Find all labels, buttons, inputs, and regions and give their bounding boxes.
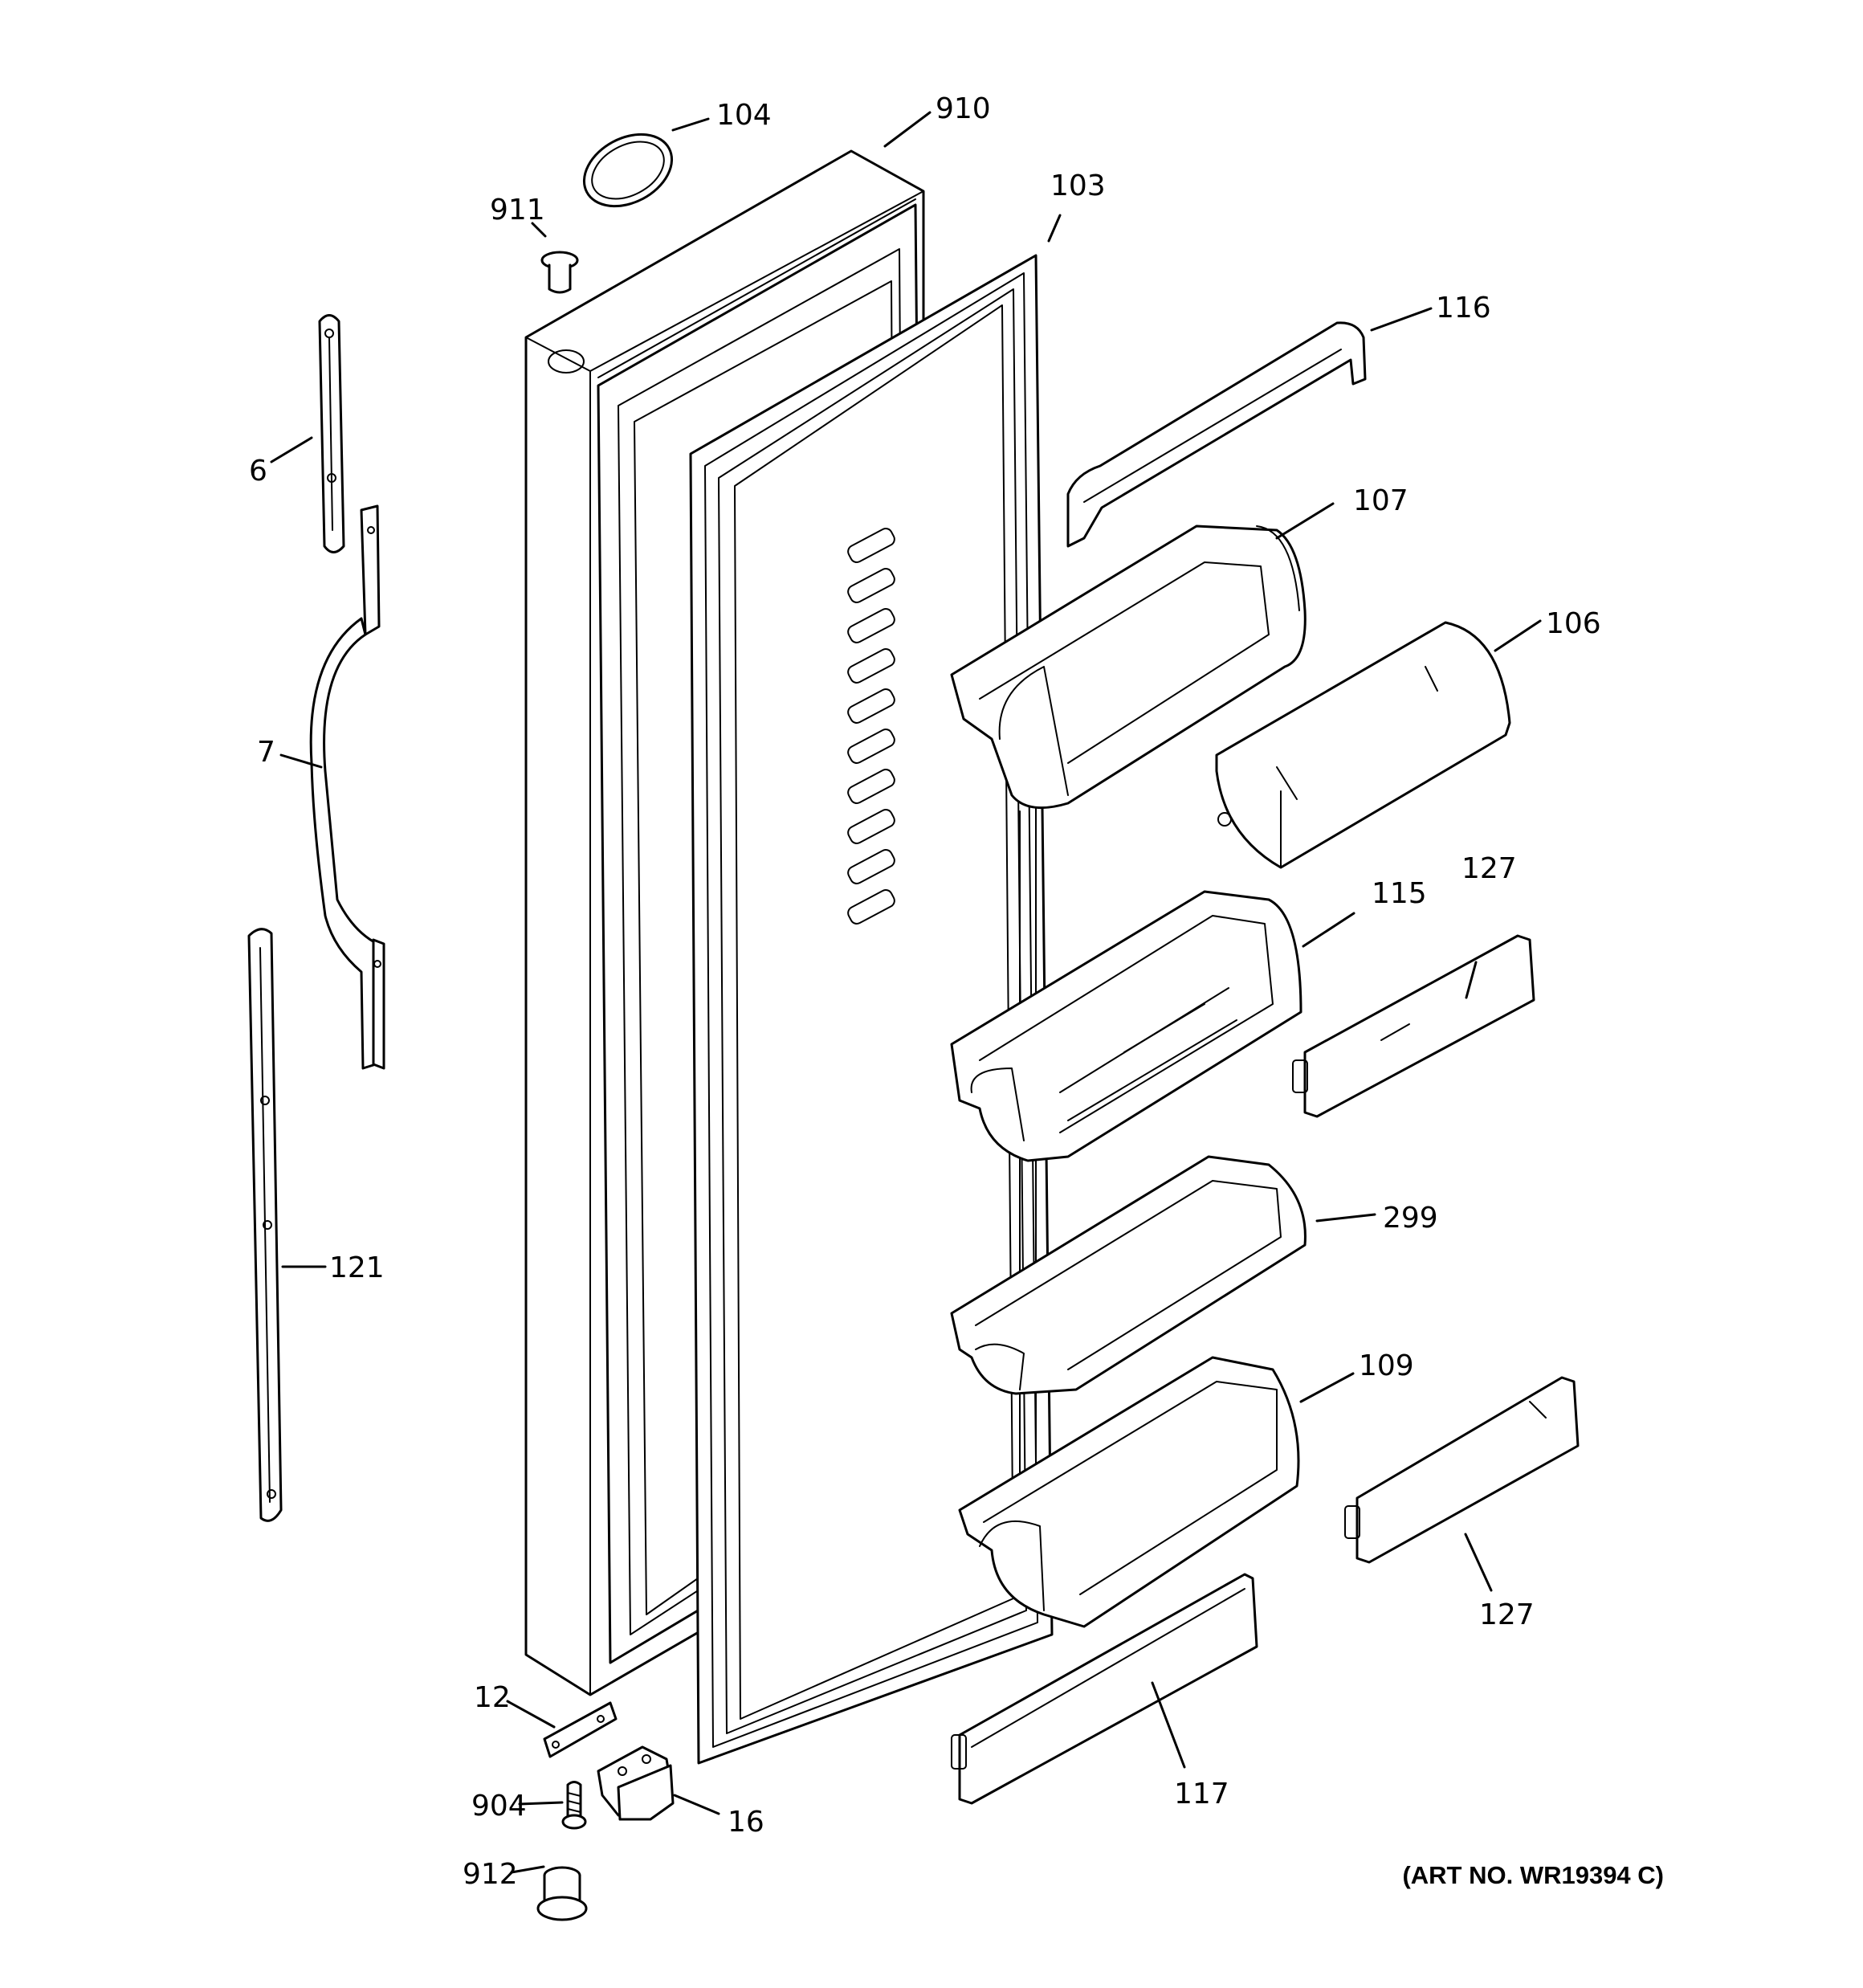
hinge-plate-12: [543, 1701, 618, 1758]
callout-104: 104: [716, 99, 772, 132]
bushing-912: [536, 1866, 588, 1921]
callout-116: 116: [1436, 292, 1491, 325]
callout-16: 16: [728, 1806, 764, 1839]
callout-115: 115: [1372, 877, 1427, 910]
callout-299: 299: [1383, 1202, 1438, 1235]
callout-106: 106: [1546, 607, 1601, 640]
leader-lines: [270, 111, 1542, 1874]
door-rail-116: [1066, 321, 1367, 548]
door-bin-109: [958, 1356, 1300, 1628]
callout-6: 6: [249, 455, 267, 488]
bin-cover-127-lower: [1344, 1376, 1580, 1564]
callout-103: 103: [1050, 169, 1106, 202]
screw-904: [561, 1781, 587, 1830]
shelf-support-clips: [847, 528, 895, 925]
door-bin-299: [950, 1155, 1307, 1395]
callout-911: 911: [490, 194, 545, 227]
hinge-bracket-16: [597, 1745, 675, 1821]
callout-117: 117: [1174, 1778, 1229, 1810]
callout-910: 910: [936, 92, 991, 125]
callout-labels: 104 910 911 103 116 6 107 106 7 127 115 …: [249, 92, 1601, 1891]
door-bin-cover-106: [1215, 621, 1511, 869]
callout-12: 12: [474, 1681, 511, 1714]
door-bin-107: [950, 525, 1307, 810]
trim-strip-6: [318, 314, 345, 553]
callout-904: 904: [471, 1790, 527, 1823]
callout-7: 7: [257, 736, 275, 769]
trim-strip-121: [247, 928, 283, 1522]
callout-109: 109: [1359, 1349, 1414, 1382]
callout-127-upper: 127: [1461, 852, 1517, 885]
callout-107: 107: [1353, 484, 1408, 517]
bushing-911: [540, 251, 579, 294]
plug-104: [582, 133, 674, 208]
callout-121: 121: [329, 1251, 385, 1284]
bin-cover-117: [951, 1573, 1258, 1805]
door-bin-115: [950, 890, 1302, 1162]
callout-912: 912: [463, 1858, 518, 1891]
art-number: (ART NO. WR19394 C): [1402, 1861, 1664, 1889]
door-handle-7: [309, 504, 385, 1070]
bin-cover-127-upper: [1292, 934, 1535, 1118]
callout-127-lower: 127: [1479, 1598, 1535, 1631]
